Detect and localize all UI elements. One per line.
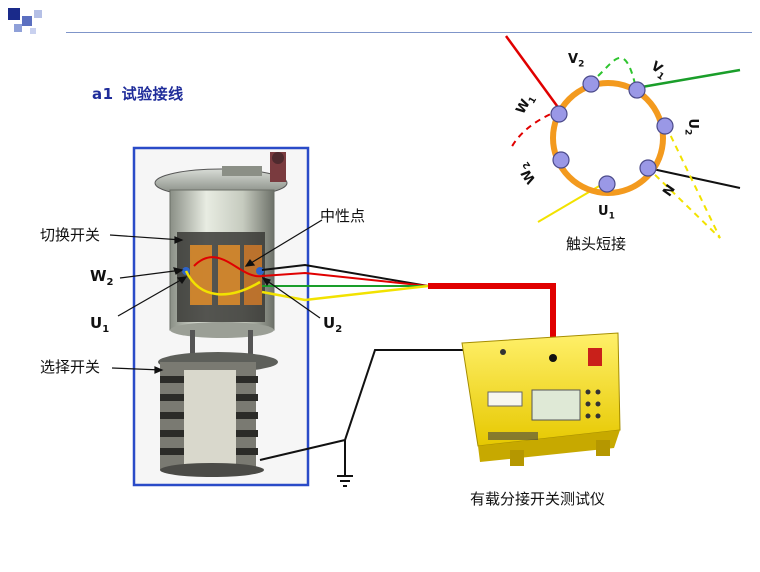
ring-label-u2: U2 [683,118,701,135]
label-u2: U2 [323,314,342,335]
label-u1: U1 [90,314,109,335]
label-contact-short: 触头短接 [566,233,626,254]
ring-label-u1: U1 [598,204,615,222]
label-switch-over: 切换开关 [40,224,100,245]
label-tester: 有载分接开关测试仪 [470,488,605,509]
ground-symbol [337,476,353,486]
label-w2: W2 [90,267,114,288]
label-selector-switch: 选择开关 [40,356,100,377]
ring-label-v2: V2 [568,52,584,70]
contact-ring-diagram [506,36,740,238]
tap-changer-tester [462,333,620,466]
label-neutral-point: 中性点 [320,205,365,226]
